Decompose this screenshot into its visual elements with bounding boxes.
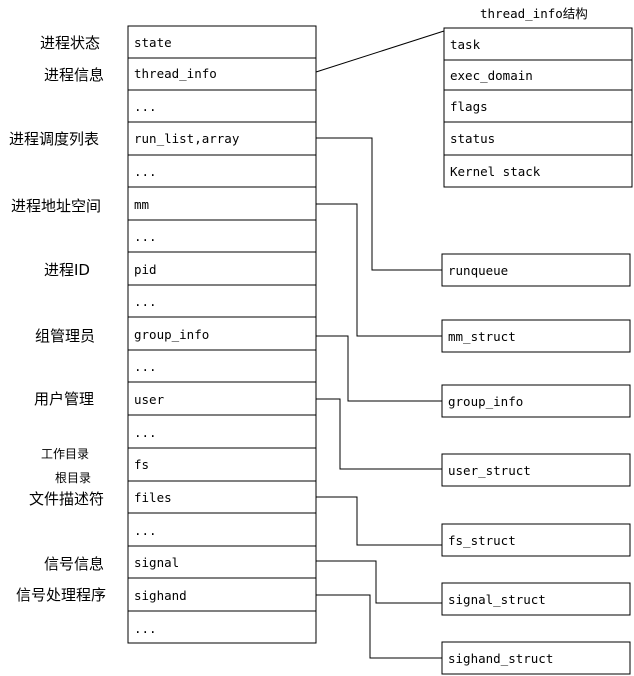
task-row-ellipsis-8: [127, 610, 317, 644]
label-scheduling-list: 进程调度列表: [9, 130, 99, 148]
task-row-user-text: user: [134, 392, 165, 407]
thread-info-row-exec-domain: [443, 59, 633, 91]
label-process-info: 进程信息: [44, 66, 104, 84]
thread-info-row-kernel-stack-text: Kernel stack: [450, 164, 541, 179]
connector-group-info: [316, 335, 442, 402]
label-address-space: 进程地址空间: [11, 197, 101, 215]
label-file-descriptors: 文件描述符: [29, 490, 104, 508]
task-row-sighand: [127, 577, 317, 612]
connector-user-struct: [316, 398, 442, 470]
label-group-manager: 组管理员: [35, 327, 95, 345]
connector-sighand-struct: [316, 594, 442, 659]
task-row-ellipsis-4: [127, 284, 317, 318]
left-labels: 进程状态 进程信息 进程调度列表 进程地址空间 进程ID 组管理员 用户管理 工…: [9, 34, 106, 604]
task-row-thread-info: [127, 57, 317, 91]
label-signal-info: 信号信息: [44, 555, 104, 573]
task-row-ellipsis-1: [127, 89, 317, 123]
task-row-files-text: files: [134, 490, 172, 505]
task-row-sighand-text: sighand: [134, 588, 187, 603]
fs-struct-box: [441, 523, 631, 557]
task-row-ellipsis-7: [127, 512, 317, 547]
task-row-ellipsis-6-text: ...: [134, 425, 157, 440]
connector-mm-struct: [316, 203, 442, 337]
target-structs: runqueue mm_struct group_info user_struc…: [441, 253, 631, 675]
label-signal-handler: 信号处理程序: [16, 586, 106, 604]
label-working-dir: 工作目录: [41, 447, 89, 461]
task-row-ellipsis-6: [127, 414, 317, 449]
task-row-ellipsis-2-text: ...: [134, 164, 157, 179]
thread-info-row-flags-text: flags: [450, 99, 488, 114]
task-row-state-text: state: [134, 35, 172, 50]
task-row-group-info-text: group_info: [134, 327, 209, 342]
label-process-id: 进程ID: [44, 261, 90, 279]
task-row-pid-text: pid: [134, 262, 157, 277]
task-row-ellipsis-1-text: ...: [134, 99, 157, 114]
thread-info-title: thread_info结构: [480, 6, 588, 21]
label-process-state: 进程状态: [40, 34, 100, 52]
connector-thread-info: [315, 30, 445, 73]
connector-signal-struct: [316, 560, 442, 604]
task-row-ellipsis-7-text: ...: [134, 523, 157, 538]
task-row-ellipsis-3: [127, 219, 317, 253]
mm-struct-text: mm_struct: [448, 329, 516, 344]
label-root-dir: 根目录: [55, 471, 91, 485]
task-row-fs-text: fs: [134, 457, 149, 472]
task-row-ellipsis-3-text: ...: [134, 229, 157, 244]
label-user-management: 用户管理: [34, 390, 94, 408]
thread-info-row-kernel-stack: [443, 154, 633, 188]
group-info-box: [441, 384, 631, 418]
task-row-ellipsis-5-text: ...: [134, 359, 157, 374]
thread-info-row-status-text: status: [450, 131, 495, 146]
user-struct-box: [441, 453, 631, 487]
sighand-struct-text: sighand_struct: [448, 651, 553, 666]
runqueue-text: runqueue: [448, 263, 508, 278]
task-row-mm: [127, 186, 317, 221]
thread-info-row-exec-domain-text: exec_domain: [450, 68, 533, 83]
task-row-ellipsis-8-text: ...: [134, 621, 157, 636]
fs-struct-text: fs_struct: [448, 533, 516, 548]
task-row-mm-text: mm: [134, 197, 149, 212]
signal-struct-text: signal_struct: [448, 592, 546, 607]
task-row-state: [127, 25, 317, 59]
sighand-struct-box: [441, 641, 631, 675]
connector-runqueue: [316, 137, 442, 271]
group-info-text: group_info: [448, 394, 523, 409]
thread-info-struct: thread_info结构 task exec_domain flags sta…: [443, 6, 633, 188]
thread-info-row-flags: [443, 89, 633, 123]
runqueue-box: [441, 253, 631, 287]
user-struct-text: user_struct: [448, 463, 531, 478]
task-row-signal-text: signal: [134, 555, 179, 570]
connectors: [315, 30, 445, 659]
task-row-run-list-text: run_list,array: [134, 131, 240, 146]
task-row-ellipsis-4-text: ...: [134, 294, 157, 309]
task-row-ellipsis-5: [127, 349, 317, 383]
connector-fs-struct: [316, 496, 442, 546]
task-row-fs: [127, 447, 317, 482]
signal-struct-box: [441, 582, 631, 616]
thread-info-row-task-text: task: [450, 37, 481, 52]
task-struct-column: state thread_info ... run_list,array ...…: [127, 25, 317, 644]
thread-info-row-status: [443, 121, 633, 156]
task-row-thread-info-text: thread_info: [134, 66, 217, 81]
thread-info-row-task: [443, 27, 633, 61]
